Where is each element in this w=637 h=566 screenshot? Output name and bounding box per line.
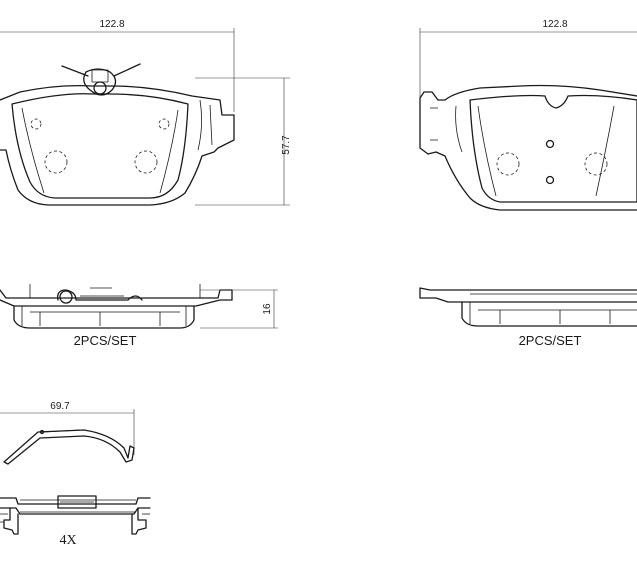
left-set-quantity-label: 2PCS/SET	[74, 333, 137, 348]
clip-width-label: 69.7	[50, 401, 70, 412]
pad-thickness-label: 16	[262, 303, 273, 315]
right-pad-side-view	[419, 287, 637, 327]
right-pad-front-view: 122.8	[419, 19, 637, 211]
left-pad-side-view: 16	[0, 284, 278, 329]
clip-quantity-label: 4X	[59, 533, 76, 548]
clip-top-view: 69.7	[0, 401, 135, 465]
left-pad-front-view: 122.8 57.7	[0, 19, 292, 206]
right-pad-width-label: 122.8	[542, 19, 567, 30]
left-pad-width-label: 122.8	[99, 19, 124, 30]
clip-side-view	[0, 495, 151, 535]
pad-height-label: 57.7	[281, 135, 292, 155]
right-set-quantity-label: 2PCS/SET	[519, 333, 582, 348]
